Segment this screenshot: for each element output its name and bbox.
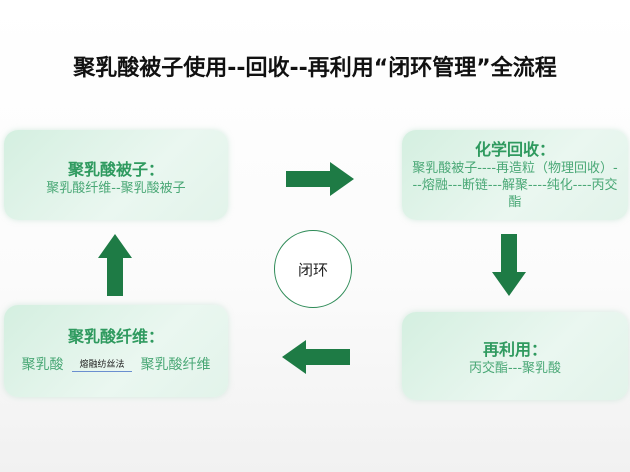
reuse-heading: 再利用： — [482, 340, 547, 359]
left-arrow-icon — [282, 340, 350, 374]
fiber-box: 聚乳酸纤维： 聚乳酸 熔融纺丝法 聚乳酸纤维 — [4, 305, 228, 397]
fiber-heading: 聚乳酸纤维： — [67, 327, 164, 346]
fiber-to: 聚乳酸纤维 — [140, 357, 211, 373]
down-arrow-icon — [492, 234, 526, 296]
right-arrow-icon — [286, 162, 354, 196]
chemical-recycling-heading: 化学回收： — [474, 140, 555, 159]
fiber-from: 聚乳酸 — [21, 357, 64, 373]
process-label: 熔融纺丝法 — [79, 360, 125, 370]
closed-loop-circle: 闭环 — [274, 230, 352, 308]
quilt-heading: 聚乳酸被子： — [67, 160, 164, 179]
chemical-recycling-box: 化学回收： 聚乳酸被子----再造粒（物理回收）---熔融---断链---解聚-… — [402, 130, 628, 220]
center-label: 闭环 — [297, 260, 328, 279]
quilt-box: 聚乳酸被子： 聚乳酸纤维--聚乳酸被子 — [4, 130, 228, 220]
process-arrow: 熔融纺丝法 — [72, 357, 132, 374]
reuse-box: 再利用： 丙交酯---聚乳酸 — [402, 312, 628, 400]
quilt-body: 聚乳酸纤维--聚乳酸被子 — [46, 181, 186, 196]
reuse-body: 丙交酯---聚乳酸 — [468, 361, 562, 376]
page-title: 聚乳酸被子使用--回收--再利用“闭环管理”全流程 — [73, 56, 557, 81]
up-arrow-icon — [98, 234, 132, 296]
chemical-recycling-body: 聚乳酸被子----再造粒（物理回收）---熔融---断链---解聚----纯化-… — [412, 161, 618, 210]
